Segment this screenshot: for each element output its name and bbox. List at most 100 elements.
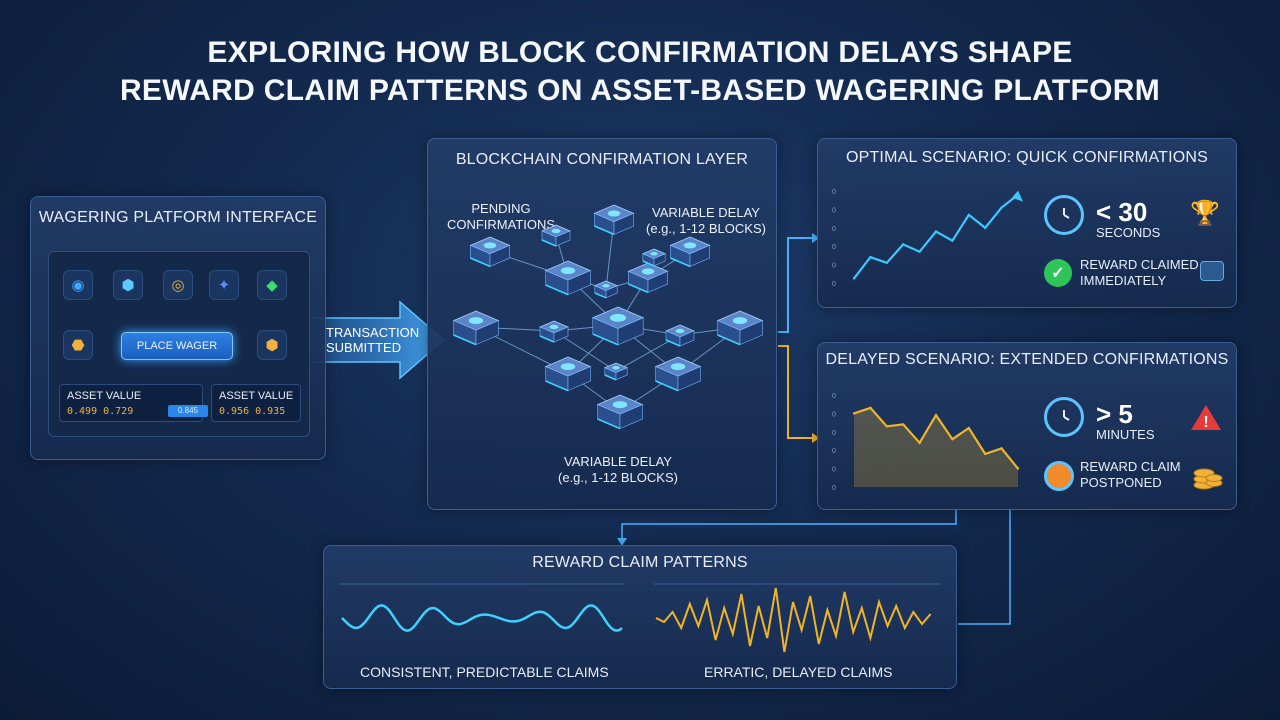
optimal-chart-line <box>853 193 1019 280</box>
block-node <box>540 224 572 247</box>
blockchain-confirmation-panel: BLOCKCHAIN CONFIRMATION LAYER PENDING CO… <box>427 138 777 510</box>
optimal-chart-point <box>885 261 888 264</box>
wagering-platform-panel: WAGERING PLATFORM INTERFACE ◉ ⬢ ◎ ✦ ◆ ⬣ … <box>30 196 326 460</box>
block-node <box>654 356 702 392</box>
optimal-chart-point <box>951 239 954 242</box>
delayed-scenario-panel: DELAYED SCENARIO: EXTENDED CONFIRMATIONS… <box>817 342 1237 510</box>
pending-confirmations-label: PENDING CONFIRMATIONS <box>442 201 560 233</box>
stopwatch-icon <box>1044 195 1084 235</box>
asset-value-badge: 0.845 <box>168 405 208 417</box>
delayed-chart-point <box>918 441 921 445</box>
connector-to-rewards <box>621 510 957 540</box>
variable-delay-bottom-label: VARIABLE DELAY (e.g., 1-12 BLOCKS) <box>538 454 698 486</box>
hex-token-icon[interactable]: ⬢ <box>113 270 143 300</box>
optimal-chart-point <box>984 226 987 229</box>
pending-line-1: PENDING <box>471 201 531 216</box>
optimal-chart-point <box>967 213 970 217</box>
block-node <box>469 236 511 268</box>
delayed-chart-point <box>885 425 888 428</box>
coin-stack-icon <box>1193 468 1223 490</box>
delayed-chart-y-tick: 0 <box>832 411 836 418</box>
asset-value-left-label: ASSET VALUE <box>67 390 142 402</box>
optimal-chart-y-tick: 0 <box>832 226 836 233</box>
block-node <box>591 306 645 346</box>
block-node <box>544 260 592 296</box>
delayed-chart-y-tick: 0 <box>832 430 836 437</box>
tx-label-line-2: SUBMITTED <box>326 340 402 355</box>
delayed-chart-y-tick: 0 <box>832 393 836 400</box>
optimal-chart-point <box>852 277 856 280</box>
optimal-status-line-1: REWARD CLAIMED <box>1080 257 1199 272</box>
block-node <box>627 262 669 294</box>
block-node <box>593 204 635 236</box>
optimal-chart-point <box>902 243 905 246</box>
transaction-submitted-label: TRANSACTION SUBMITTED <box>326 325 419 355</box>
connector-to-delayed <box>778 345 812 439</box>
erratic-claims-wave <box>655 587 932 653</box>
reward-panel-title: REWARD CLAIM PATTERNS <box>532 554 748 571</box>
block-node <box>603 362 629 381</box>
delayed-panel-title: DELAYED SCENARIO: EXTENDED CONFIRMATIONS <box>825 351 1229 368</box>
optimal-chart-point <box>934 230 938 233</box>
timer-icon <box>1044 461 1074 491</box>
delay-bottom-line-2: (e.g., 1-12 BLOCKS) <box>558 470 678 485</box>
delayed-status-line-2: POSTPONED <box>1080 475 1162 490</box>
delay-top-line-1: VARIABLE DELAY <box>652 205 760 220</box>
optimal-status-line-2: IMMEDIATELY <box>1080 273 1167 288</box>
wallet-icon <box>1200 261 1224 281</box>
gold-tag-icon[interactable]: ⬢ <box>257 330 287 360</box>
connector-to-optimal <box>778 237 812 333</box>
place-wager-button[interactable]: PLACE WAGER <box>121 332 233 360</box>
reward-pattern-waves <box>340 583 940 653</box>
blockchain-panel-title: BLOCKCHAIN CONFIRMATION LAYER <box>455 151 749 168</box>
optimal-time-value: < 30 <box>1096 197 1148 227</box>
optimal-chart-point <box>1016 193 1020 196</box>
delay-top-line-2: (e.g., 1-12 BLOCKS) <box>646 221 766 236</box>
optimal-chart-y-tick: 0 <box>832 281 836 288</box>
gold-coin-icon[interactable]: ◎ <box>163 270 193 300</box>
delayed-chart-point <box>869 406 872 410</box>
title-line-2: REWARD CLAIM PATTERNS ON ASSET-BASED WAG… <box>119 74 1161 107</box>
block-node <box>669 236 711 268</box>
tx-label-line-1: TRANSACTION <box>326 325 420 340</box>
block-node <box>593 280 619 299</box>
delayed-time-unit: MINUTES <box>1096 427 1155 442</box>
delay-bottom-line-1: VARIABLE DELAY <box>564 454 672 469</box>
delayed-chart-point <box>852 412 856 415</box>
block-node <box>641 248 667 267</box>
optimal-chart-y-tick: 0 <box>832 244 836 251</box>
stopwatch-icon <box>1044 397 1084 437</box>
optimal-time-unit: SECONDS <box>1096 225 1161 240</box>
wagering-panel-title: WAGERING PLATFORM INTERFACE <box>38 209 318 226</box>
green-diamond-icon[interactable]: ◆ <box>257 270 287 300</box>
optimal-chart-point <box>869 256 872 259</box>
block-node <box>538 320 570 343</box>
optimal-status: REWARD CLAIMED IMMEDIATELY <box>1080 257 1199 289</box>
block-network-diagram <box>452 204 764 430</box>
consistent-claims-label: CONSISTENT, PREDICTABLE CLAIMS <box>360 664 609 680</box>
delayed-chart-point <box>967 426 970 430</box>
optimal-chart-y-tick: 0 <box>832 207 836 214</box>
delayed-chart-point <box>934 414 938 417</box>
warning-icon: ! <box>1191 405 1221 431</box>
asset-value-left: ASSET VALUE 0.499 0.729 0.845 <box>59 384 208 422</box>
chip-icon[interactable]: ◉ <box>63 270 93 300</box>
gold-token-icon[interactable]: ⬣ <box>63 330 93 360</box>
svg-text:!: ! <box>1203 414 1208 431</box>
asset-value-right: ASSET VALUE 0.956 0.935 <box>211 384 301 422</box>
delayed-chart-point <box>902 423 905 426</box>
delayed-status-line-1: REWARD CLAIM <box>1080 459 1181 474</box>
blue-cluster-icon[interactable]: ✦ <box>209 270 239 300</box>
page-title: EXPLORING HOW BLOCK CONFIRMATION DELAYS … <box>0 34 1280 110</box>
delayed-chart-point <box>1000 447 1003 450</box>
pending-line-2: CONFIRMATIONS <box>446 217 556 232</box>
optimal-chart-arrowhead <box>1012 190 1023 202</box>
delayed-chart-point <box>951 437 954 441</box>
wagering-interface-screen: ◉ ⬢ ◎ ✦ ◆ ⬣ PLACE WAGER ⬢ ASSET VALUE 0.… <box>48 251 310 437</box>
delayed-chart-y-tick: 0 <box>832 448 836 455</box>
delayed-chart-point <box>1016 467 1020 470</box>
block-node <box>716 310 764 346</box>
asset-value-right-value: 0.956 0.935 <box>219 406 286 417</box>
